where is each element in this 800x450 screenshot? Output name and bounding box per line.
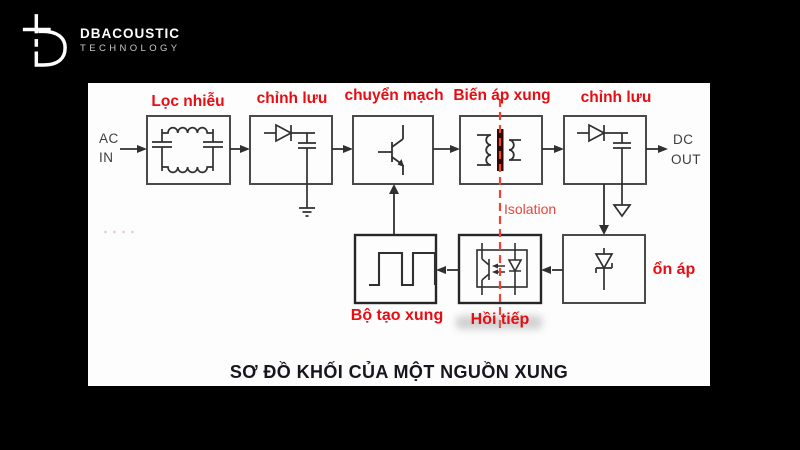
label-pulse-generator: Bộ tạo xung [350,307,444,324]
emi-filter-symbol [152,126,223,174]
compression-artifact [101,229,135,235]
dbacoustic-d-cross-icon [22,14,67,67]
flow-arrows [120,145,668,274]
arrowhead-icon [343,145,353,153]
ac-in-label-line2: IN [99,150,114,165]
arrowhead-icon [450,145,460,153]
arrowhead-icon [436,266,446,274]
diagram-panel: Lọc nhiễu chỉnh lưu chuyển mạch Biến áp … [88,83,710,386]
ground-icon [299,207,315,217]
label-rectifier-output: chỉnh lưu [580,89,652,106]
optocoupler-symbol [476,243,528,295]
ac-in-label-line1: AC [99,131,119,146]
diode-capacitor-symbol [264,123,316,217]
arrowhead-icon [389,184,399,194]
transformer-symbol [477,129,521,171]
ground-triangle-icon [612,204,632,218]
diagram-caption: SƠ ĐỒ KHỐI CỦA MỘT NGUỒN XUNG [229,362,569,382]
label-rectifier-input: chỉnh lưu [256,90,328,107]
arrowhead-icon [137,145,147,153]
emitter-arrow-icon [397,159,404,167]
block-pulse-generator [353,233,438,305]
diode-capacitor-symbol [577,123,632,218]
dc-out-label-line2: OUT [671,152,701,167]
block-switch [352,115,434,185]
arrowhead-icon [541,266,551,274]
arrowhead-icon [554,145,564,153]
phototransistor-icon [481,243,490,295]
circuit-artwork [120,99,668,331]
label-noise-filter: Lọc nhiễu [151,93,225,110]
brand-subtitle: TECHNOLOGY [80,43,181,54]
arrowhead-icon [240,145,250,153]
label-pulse-transformer: Biến áp xung [453,87,551,104]
square-wave-symbol [369,251,437,287]
label-switch: chuyển mạch [344,87,444,104]
dc-out-label-line1: DC [673,132,694,147]
logo-text: DBACOUSTIC TECHNOLOGY [80,27,181,55]
transistor-symbol [378,125,404,175]
brand-name: DBACOUSTIC [80,26,180,41]
dbacoustic-logo: DBACOUSTIC TECHNOLOGY [20,10,181,72]
block-noise-filter [146,115,231,185]
label-isolation: Isolation [504,201,557,217]
block-rectifier-output [563,115,647,185]
arrowhead-icon [658,145,668,153]
zener-diode-symbol [594,248,614,290]
arrowhead-icon [599,225,609,235]
gray-smudge [456,316,542,329]
transformer-core [497,129,504,171]
block-rectifier-input [249,115,333,185]
label-feedback: Hồi tiếp [470,311,530,328]
label-regulator: ổn áp [652,261,696,278]
